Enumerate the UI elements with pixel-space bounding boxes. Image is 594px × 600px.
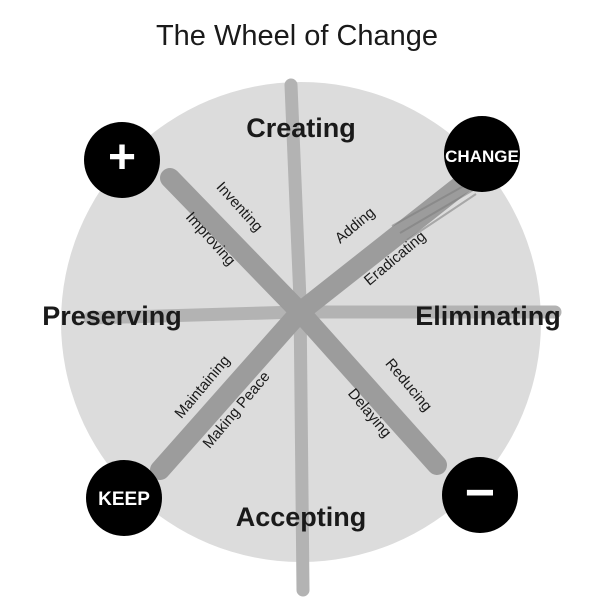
quadrant-right-label: Eliminating <box>415 301 561 331</box>
plus-icon: + <box>108 131 136 184</box>
keep-corner: KEEP <box>86 460 162 536</box>
diagonal-stroke-change-keep <box>150 168 480 480</box>
change-circle <box>444 116 520 192</box>
quadrant-top-label: Creating <box>246 113 356 143</box>
change-corner: CHANGE <box>444 116 520 192</box>
diagram-title: The Wheel of Change <box>155 20 439 52</box>
minus-icon: − <box>465 464 495 522</box>
minus-corner: − <box>442 457 518 533</box>
keep-circle <box>86 460 162 536</box>
quadrant-left-label: Preserving <box>42 301 182 331</box>
change-label: CHANGE <box>445 147 519 166</box>
minus-circle <box>442 457 518 533</box>
quadrant-bottom-label: Accepting <box>236 502 367 532</box>
plus-corner: + <box>84 122 160 198</box>
keep-label: KEEP <box>98 489 150 510</box>
plus-circle <box>84 122 160 198</box>
